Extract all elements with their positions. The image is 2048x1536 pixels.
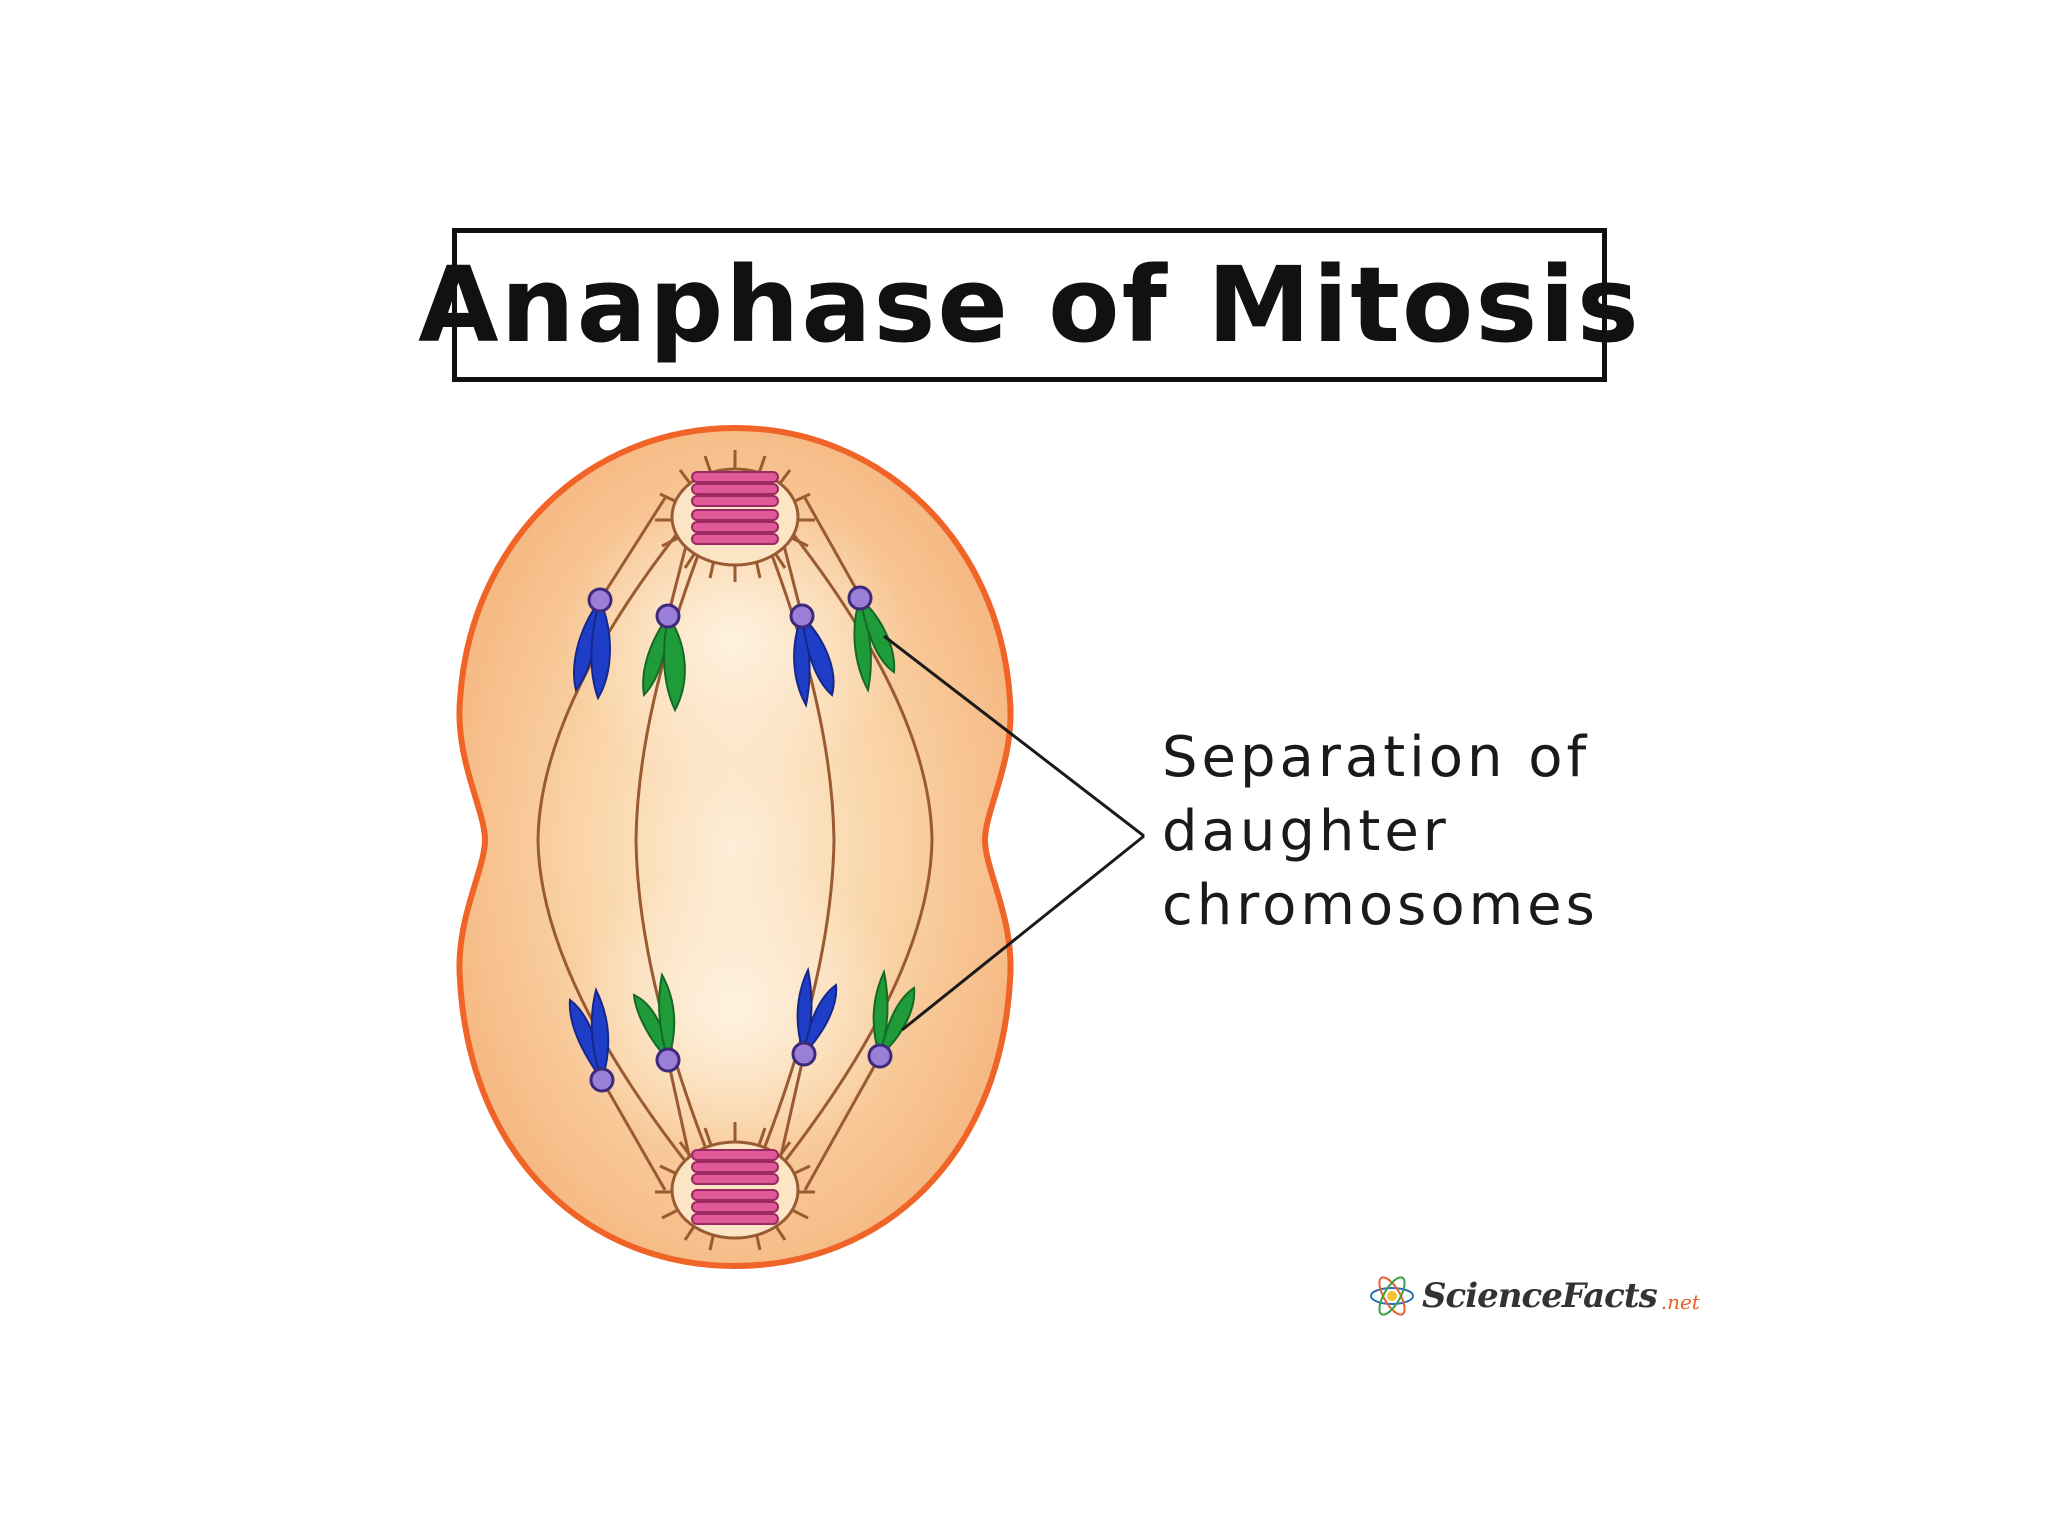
chromosome-lower-green-left bbox=[632, 972, 681, 1073]
logo-suffix: .net bbox=[1660, 1290, 1700, 1314]
chromosome-upper-blue-left bbox=[573, 587, 613, 701]
sciencefacts-logo: ScienceFacts .net bbox=[1368, 1268, 1700, 1324]
lower-cytoplasm-glow bbox=[565, 860, 905, 1160]
label-line-3: chromosomes bbox=[1162, 873, 1599, 938]
label-line-2: daughter bbox=[1162, 799, 1450, 864]
chromosome-upper-green-left bbox=[642, 603, 686, 713]
atom-icon bbox=[1370, 1276, 1414, 1316]
lower-centrosome bbox=[655, 1122, 815, 1251]
chromosome-lower-green-right bbox=[867, 968, 916, 1069]
label-line-1: Separation of bbox=[1162, 725, 1590, 790]
logo-name: ScienceFacts bbox=[1422, 1276, 1658, 1316]
lower-centriole bbox=[691, 1149, 779, 1225]
chromosome-upper-blue-right bbox=[789, 603, 835, 708]
upper-chromosomes bbox=[573, 585, 896, 713]
page-title: Anaphase of Mitosis bbox=[418, 244, 1641, 366]
upper-centriole bbox=[691, 471, 779, 545]
label-pointer-lines bbox=[883, 634, 1145, 1032]
lower-chromosomes bbox=[568, 966, 916, 1093]
upper-centrosome bbox=[655, 450, 815, 582]
chromosome-lower-blue-right bbox=[791, 966, 838, 1067]
chromosome-lower-blue-left bbox=[568, 987, 615, 1093]
chromosome-upper-green-right bbox=[847, 585, 896, 693]
title-box: Anaphase of Mitosis bbox=[418, 228, 1639, 382]
